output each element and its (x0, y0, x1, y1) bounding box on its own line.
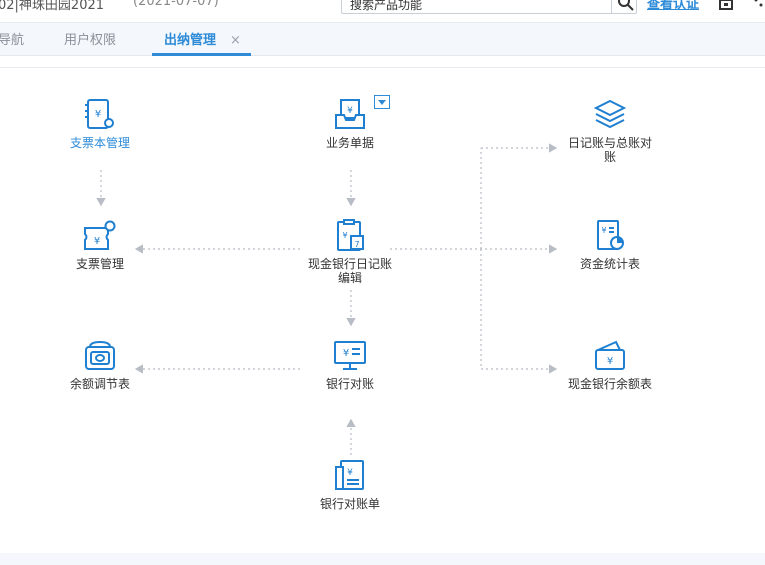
account-date: (2021-07-07) (133, 0, 219, 9)
node-balance-adjustment[interactable]: 余额调节表 (55, 338, 145, 391)
node-label: 银行对账单 (319, 497, 380, 511)
svg-text:¥: ¥ (95, 109, 101, 120)
statement-doc-icon: ¥ (335, 460, 364, 490)
node-checkbook-management[interactable]: ¥ 支票本管理 (55, 97, 145, 150)
tab-user-permissions[interactable]: 用户权限 (64, 33, 117, 48)
footer-strip (0, 553, 765, 565)
svg-text:¥: ¥ (607, 356, 613, 367)
svg-text:¥: ¥ (94, 236, 100, 247)
node-cash-bank-journal-edit[interactable]: ¥ 7 现金银行日记账编辑 (305, 218, 395, 285)
node-bank-reconciliation[interactable]: ¥ 银行对账 (305, 338, 395, 391)
svg-text:¥: ¥ (343, 348, 349, 359)
node-label: 业务单据 (325, 136, 374, 150)
svg-text:¥: ¥ (347, 106, 353, 116)
document-tray-icon: ¥ (335, 99, 365, 129)
svg-text:¥: ¥ (347, 468, 353, 478)
tab-navigation[interactable]: 导航 (0, 33, 25, 48)
node-fund-statistics[interactable]: ¥ 资金统计表 (565, 218, 655, 271)
dropdown-toggle-icon[interactable] (374, 95, 390, 109)
tab-bar: 导航 用户权限 出纳管理 × (0, 23, 765, 56)
check-ticket-icon: ¥ (84, 220, 116, 250)
node-label: 现金银行余额表 (567, 377, 652, 391)
search-button[interactable] (611, 0, 639, 14)
node-label: 现金银行日记账编辑 (307, 257, 392, 285)
svg-text:¥: ¥ (601, 226, 606, 235)
view-auth-link[interactable]: 查看认证 (647, 0, 700, 12)
node-label: 资金统计表 (579, 257, 640, 271)
tab-label: 出纳管理 (164, 33, 217, 48)
search-icon (618, 0, 634, 11)
checkbook-icon: ¥ (85, 99, 114, 129)
lock-icon[interactable] (718, 0, 734, 10)
node-label: 银行对账 (325, 377, 374, 391)
node-journal-ledger-reconcile[interactable]: 日记账与总账对账 (565, 97, 655, 164)
search-input[interactable]: 搜索产品功能 (341, 0, 637, 14)
node-label: 余额调节表 (69, 377, 130, 391)
top-header: 02|神珠田园2021 (2021-07-07) 搜索产品功能 查看认证 (0, 0, 765, 23)
monitor-yuan-icon: ¥ (334, 341, 366, 370)
svg-text:7: 7 (354, 240, 359, 249)
bank-card-icon: ¥ (595, 340, 625, 370)
node-label: 支票管理 (75, 257, 124, 271)
node-label: 支票本管理 (69, 136, 130, 150)
close-icon[interactable]: × (230, 33, 241, 48)
svg-text:¥: ¥ (342, 231, 347, 240)
wallet-icon (85, 340, 115, 370)
node-check-management[interactable]: ¥ 支票管理 (55, 218, 145, 271)
statistics-report-icon: ¥ (597, 220, 624, 250)
active-tab-indicator (152, 53, 251, 56)
node-business-documents[interactable]: ¥ 业务单据 (305, 97, 395, 150)
flow-panel (0, 67, 765, 554)
node-bank-statement[interactable]: ¥ 银行对账单 (305, 458, 395, 511)
tab-cashier-management[interactable]: 出纳管理 × (152, 23, 251, 56)
node-label: 日记账与总账对账 (567, 136, 652, 164)
account-name: 02|神珠田园2021 (0, 0, 105, 13)
node-cash-bank-balance[interactable]: ¥ 现金银行余额表 (565, 338, 655, 391)
layers-icon (593, 99, 627, 129)
more-icon[interactable] (752, 0, 765, 10)
journal-calendar-icon: ¥ 7 (337, 219, 364, 251)
